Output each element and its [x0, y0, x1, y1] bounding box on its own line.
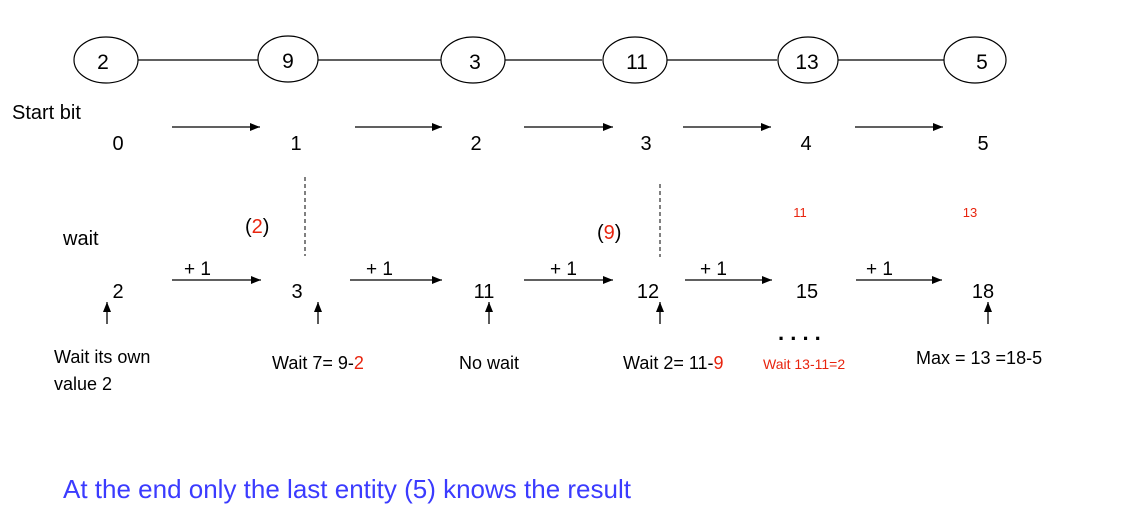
start-bit-value: 0 — [112, 133, 123, 155]
node-circle — [257, 35, 319, 83]
start-bit-row: Start bit 0 1 2 3 4 5 — [12, 102, 989, 155]
wait-value: 15 — [796, 281, 818, 303]
note-wait-7: Wait 7= 9-2 — [272, 353, 364, 373]
increment-label: + 1 — [366, 259, 393, 280]
footer-conclusion: At the end only the last entity (5) know… — [63, 474, 631, 504]
note-wait-13-11: Wait 13-11=2 — [763, 356, 845, 372]
wait-annotation: (2) — [245, 216, 269, 238]
node-value: 13 — [795, 51, 818, 74]
note-own-value: value 2 — [54, 374, 112, 394]
start-bit-value: 5 — [977, 133, 988, 155]
node-value: 11 — [626, 51, 648, 74]
node-circle — [602, 36, 668, 84]
wait-annotation: (9) — [597, 222, 621, 244]
small-red-value: 13 — [963, 205, 977, 220]
up-arrows — [103, 302, 992, 324]
node-circle — [73, 36, 139, 84]
increment-label: + 1 — [866, 259, 893, 280]
wait-label: wait — [62, 228, 99, 250]
notes: Wait its own value 2 Wait 7= 9-2 No wait… — [54, 347, 1042, 394]
note-own-value: Wait its own — [54, 347, 150, 367]
note-no-wait: No wait — [459, 353, 519, 373]
node-value: 2 — [97, 51, 109, 74]
note-wait-2: Wait 2= 11-9 — [623, 353, 724, 373]
wait-value: 12 — [637, 281, 659, 303]
node-circle — [943, 36, 1007, 84]
node-value: 9 — [282, 50, 294, 73]
wait-value: 3 — [291, 281, 302, 303]
node-value: 5 — [976, 51, 988, 74]
start-bit-label: Start bit — [12, 102, 81, 124]
node-chain: 2 9 3 11 13 5 — [73, 35, 1007, 84]
wait-value: 18 — [972, 281, 994, 303]
wait-row: wait 2 3 11 12 15 18 + 1 + 1 + 1 + 1 + 1 — [62, 228, 994, 303]
node-circle — [777, 36, 839, 84]
wait-value: 11 — [474, 281, 495, 303]
start-bit-value: 2 — [470, 133, 481, 155]
start-bit-value: 3 — [640, 133, 651, 155]
wait-value: 2 — [112, 281, 123, 303]
increment-label: + 1 — [700, 259, 727, 280]
start-bit-value: 4 — [800, 133, 811, 155]
node-value: 3 — [469, 51, 481, 74]
note-max: Max = 13 =18-5 — [916, 348, 1042, 368]
increment-label: + 1 — [184, 259, 211, 280]
start-bit-value: 1 — [290, 133, 301, 155]
small-red-value: 11 — [793, 205, 807, 220]
increment-label: + 1 — [550, 259, 577, 280]
node-circle — [440, 36, 506, 84]
ellipsis-dots: . . . . — [778, 320, 821, 345]
